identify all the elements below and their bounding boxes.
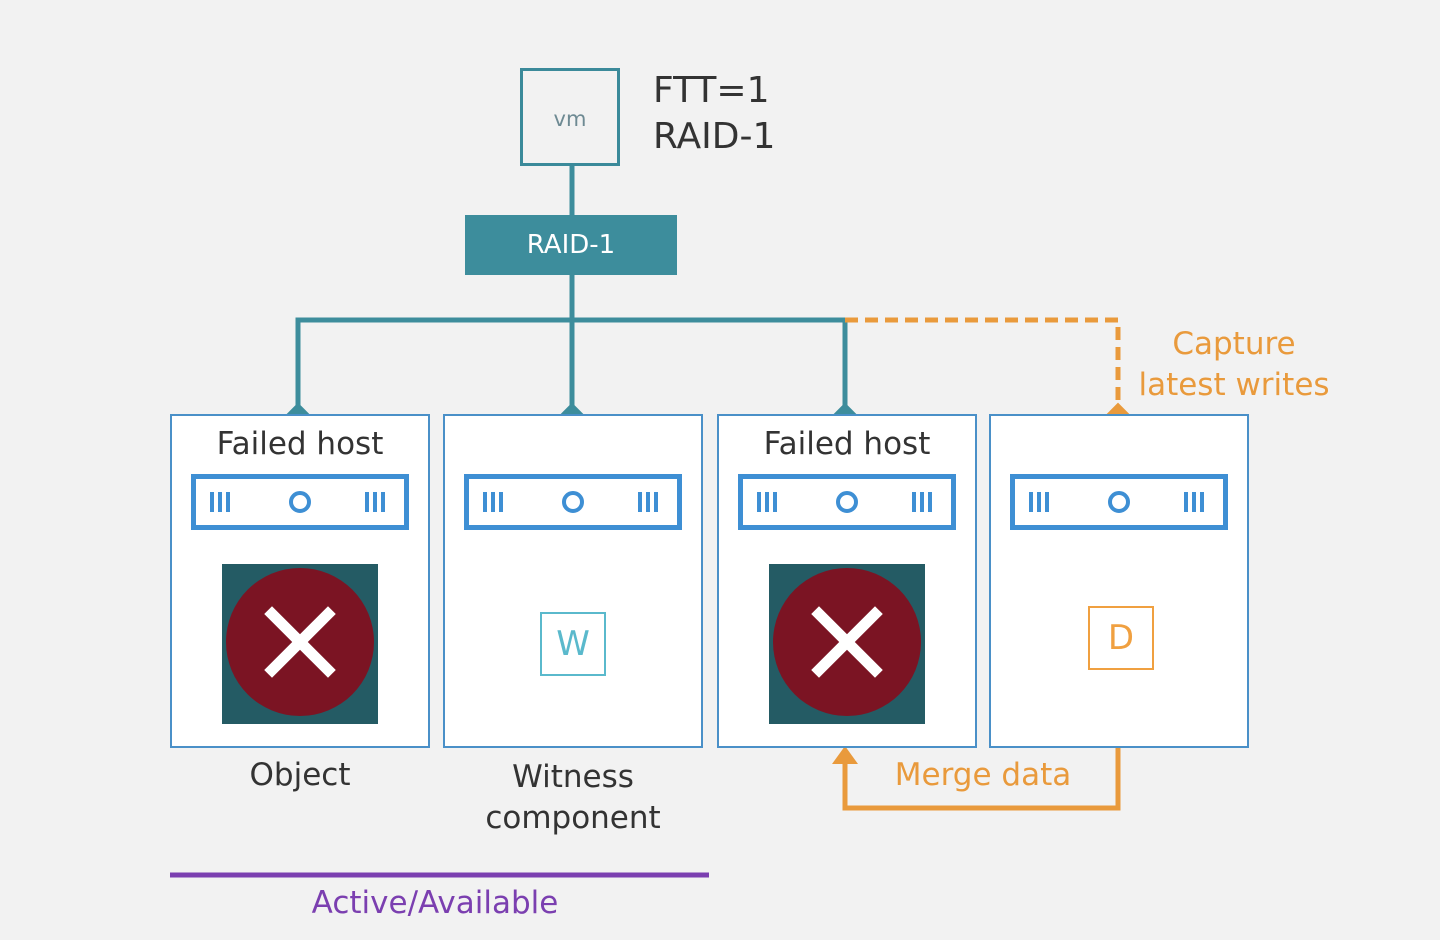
merge-arrowhead [832,746,858,764]
merge-label: Merge data [894,757,1072,793]
failed-icon [773,568,921,716]
witness-caption: Witness component [423,757,723,839]
witness-component: W [540,612,606,676]
witness-caption-line2: component [485,800,661,836]
merge-arrow [842,745,1121,811]
host-2: W [443,414,703,748]
capture-annotation: Capture latest writes [1126,324,1342,406]
vm-label: vm [553,107,587,131]
host-title: Failed host [216,426,384,462]
host-title: Failed host [763,426,931,462]
host-1: Failed host [170,414,430,748]
witness-caption-line1: Witness [512,759,634,795]
server-icon [191,474,409,530]
active-label: Active/Available [311,885,559,921]
delta-component: D [1088,606,1154,670]
host-3: Failed host [717,414,977,748]
failed-icon [226,568,374,716]
capture-line1: Capture [1172,326,1296,362]
server-icon [464,474,682,530]
policy-label: FTT=1 RAID-1 [653,68,775,160]
server-icon [738,474,956,530]
capture-line2: latest writes [1138,367,1330,403]
raid-policy-text: RAID-1 [653,116,776,157]
server-icon [1010,474,1228,530]
object-caption: Object [249,757,351,793]
raid-node: RAID-1 [465,215,677,275]
ftt-text: FTT=1 [653,70,770,111]
vm-box: vm [520,68,620,166]
host-4: D [989,414,1249,748]
